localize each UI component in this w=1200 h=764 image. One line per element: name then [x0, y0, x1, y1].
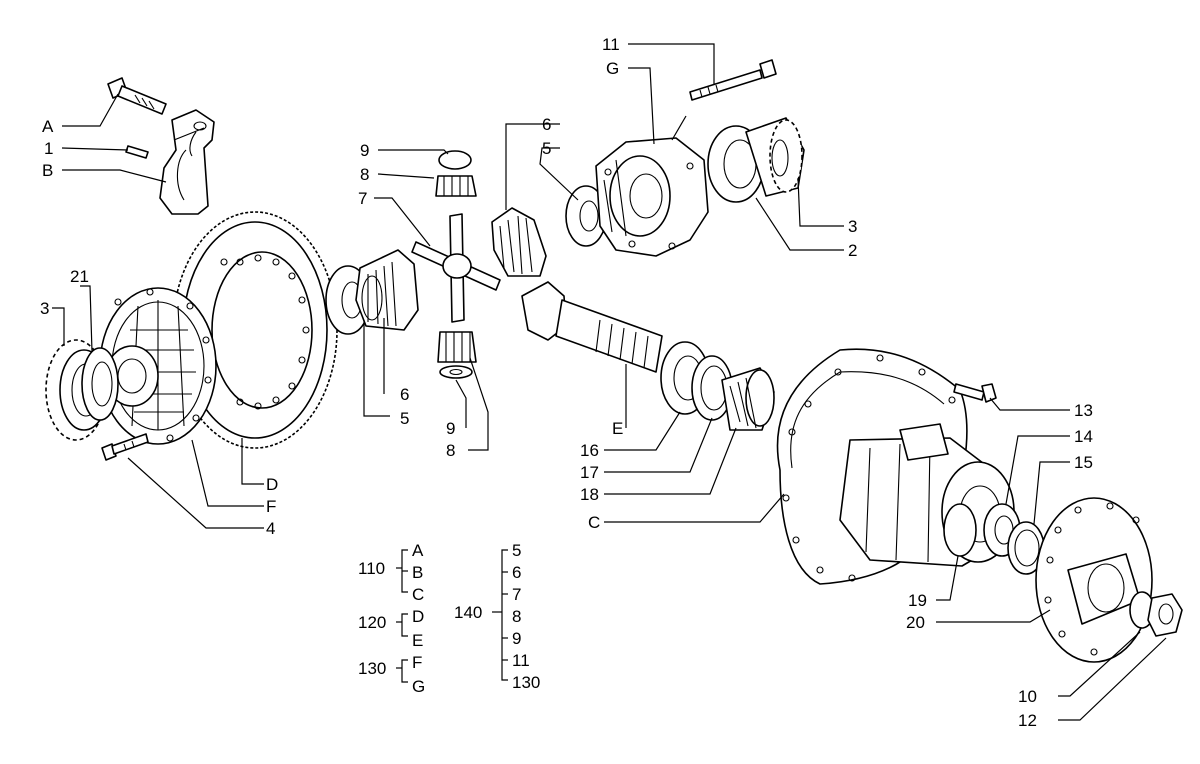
axle-housing-c: [776, 348, 1015, 585]
callout-6-right: 6: [542, 115, 551, 134]
group-110-label: 110: [358, 559, 385, 578]
flange-20: [1035, 497, 1153, 663]
group-140-item-5: 5: [512, 541, 521, 560]
callout-15: 15: [1074, 453, 1093, 472]
pinion-shaft-e: [521, 281, 663, 373]
callout-labels: A 1 B 21 3 9 8 7 6 5 9 8 D F 4 11 G 6 5 …: [40, 35, 1093, 730]
bearing-cap-b: [159, 109, 215, 215]
bearing-3-right: [745, 117, 805, 197]
callout-17: 17: [580, 463, 599, 482]
group-130: 130 F G: [358, 653, 425, 696]
cross-shaft-7: [411, 213, 501, 323]
callout-5-right: 5: [542, 139, 551, 158]
group-140-item-11: 11: [512, 651, 530, 670]
race-21: [81, 347, 119, 421]
callout-f: F: [266, 497, 276, 516]
group-130-label: 130: [358, 659, 386, 678]
pinion-gear-8-bottom: [437, 331, 477, 379]
callout-12: 12: [1018, 711, 1037, 730]
callout-b: B: [42, 161, 53, 180]
bolt-a: [107, 77, 167, 115]
group-140-item-8: 8: [512, 607, 521, 626]
side-gear-6-right: [491, 207, 547, 277]
group-120-label: 120: [358, 613, 386, 632]
callout-9-top: 9: [360, 141, 369, 160]
bearing-18: [721, 367, 775, 431]
group-140-label: 140: [454, 603, 482, 622]
bolt-4: [101, 433, 149, 461]
group-110-item-c: C: [412, 585, 424, 604]
group-110-item-b: B: [412, 563, 423, 582]
callout-a: A: [42, 117, 54, 136]
callout-18: 18: [580, 485, 599, 504]
callout-19: 19: [908, 591, 927, 610]
group-140-item-130: 130: [512, 673, 540, 692]
pinion-gear-8-top: [435, 150, 477, 197]
callout-9-bottom: 9: [446, 419, 455, 438]
callout-c: C: [588, 513, 600, 532]
group-140-item-6: 6: [512, 563, 521, 582]
callout-2: 2: [848, 241, 857, 260]
leader-lines: [52, 43, 1167, 721]
callout-13: 13: [1074, 401, 1093, 420]
group-120: 120 D E: [358, 607, 424, 650]
group-120-item-e: E: [412, 631, 423, 650]
group-legend: 110 A B C 120 D E 130 F G 140: [358, 541, 540, 696]
group-120-item-d: D: [412, 607, 424, 626]
bolt-13: [953, 383, 997, 403]
callout-8-bottom: 8: [446, 441, 455, 460]
callout-10: 10: [1018, 687, 1037, 706]
callout-21: 21: [70, 267, 89, 286]
callout-8-top: 8: [360, 165, 369, 184]
group-130-item-f: F: [412, 653, 422, 672]
callout-g: G: [606, 59, 619, 78]
callout-1: 1: [44, 139, 53, 158]
side-gear-6-left: [355, 249, 419, 331]
nut-12: [1147, 593, 1183, 637]
callout-e: E: [612, 419, 623, 438]
group-140-item-9: 9: [512, 629, 521, 648]
differential-housing-f: [99, 287, 217, 445]
callout-14: 14: [1074, 427, 1093, 446]
callout-6-left: 6: [400, 385, 409, 404]
callout-20: 20: [906, 613, 925, 632]
group-130-item-g: G: [412, 677, 425, 696]
callout-11: 11: [602, 35, 620, 54]
bolt-11: [689, 59, 777, 101]
callout-7: 7: [358, 189, 367, 208]
group-140-item-7: 7: [512, 585, 521, 604]
callout-5-left: 5: [400, 409, 409, 428]
callout-3-left: 3: [40, 299, 49, 318]
pin-1: [125, 145, 149, 159]
group-140: 140 5 6 7 8 9 11 130: [454, 541, 540, 692]
group-110-item-a: A: [412, 541, 424, 560]
callout-4: 4: [266, 519, 275, 538]
spacer-19: [943, 503, 977, 557]
callout-d: D: [266, 475, 278, 494]
group-110: 110 A B C: [358, 541, 424, 604]
callout-3-right: 3: [848, 217, 857, 236]
callout-16: 16: [580, 441, 599, 460]
differential-housing-g: [595, 137, 709, 257]
